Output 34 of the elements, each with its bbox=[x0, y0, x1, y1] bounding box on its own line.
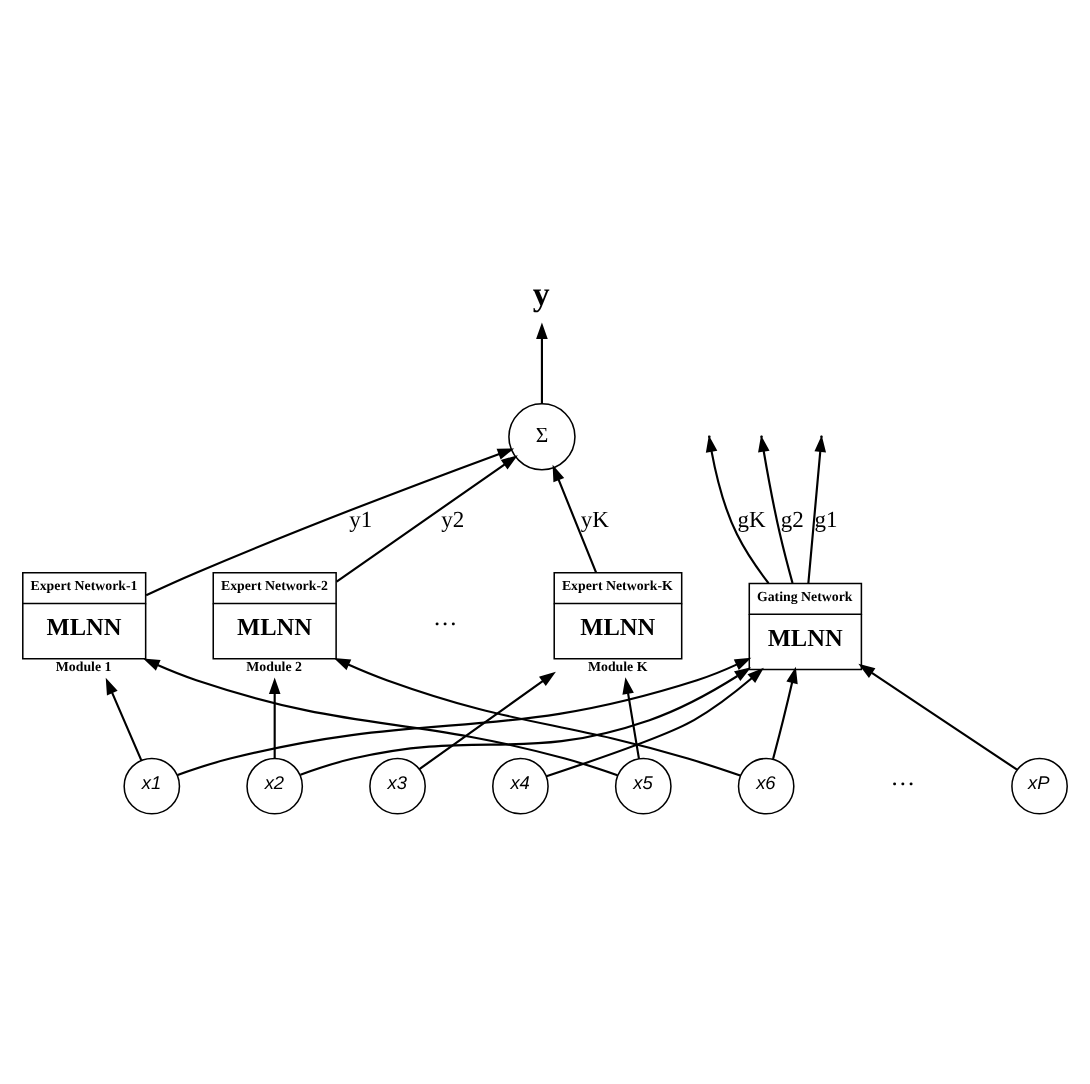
arrow bbox=[758, 435, 794, 584]
arrow bbox=[622, 677, 641, 759]
node-circle: Σ bbox=[508, 403, 576, 471]
node-circle: x1 bbox=[123, 757, 181, 815]
arrow bbox=[546, 667, 764, 778]
node-circle: x6 bbox=[737, 757, 795, 815]
edge-label: gK bbox=[737, 508, 766, 533]
edge-label: yK bbox=[580, 508, 609, 533]
node-text: y bbox=[532, 274, 550, 313]
label: ··· bbox=[432, 610, 458, 639]
arrow bbox=[177, 657, 752, 776]
edge-label: g1 bbox=[814, 508, 838, 533]
arrow bbox=[268, 677, 281, 759]
arrow bbox=[858, 663, 1018, 771]
arrow bbox=[536, 322, 548, 404]
edge-label: y1 bbox=[349, 508, 373, 533]
arrow bbox=[418, 671, 556, 770]
arrow bbox=[300, 667, 752, 776]
arrow bbox=[552, 464, 597, 573]
arrow bbox=[336, 455, 518, 583]
arrow bbox=[143, 658, 618, 777]
arrow bbox=[807, 435, 827, 584]
arrow bbox=[105, 677, 143, 761]
node-circle: x3 bbox=[369, 757, 426, 815]
edge-label: y2 bbox=[441, 508, 465, 533]
node-circle: xP bbox=[1011, 757, 1068, 815]
arrow bbox=[772, 666, 798, 760]
arrow bbox=[145, 448, 515, 597]
node-circle: x4 bbox=[492, 757, 549, 815]
node-circle: x5 bbox=[614, 757, 672, 815]
arrow bbox=[333, 658, 741, 777]
label: ··· bbox=[890, 770, 916, 799]
node-circle: x2 bbox=[246, 757, 304, 815]
edge-label: g2 bbox=[780, 508, 804, 533]
